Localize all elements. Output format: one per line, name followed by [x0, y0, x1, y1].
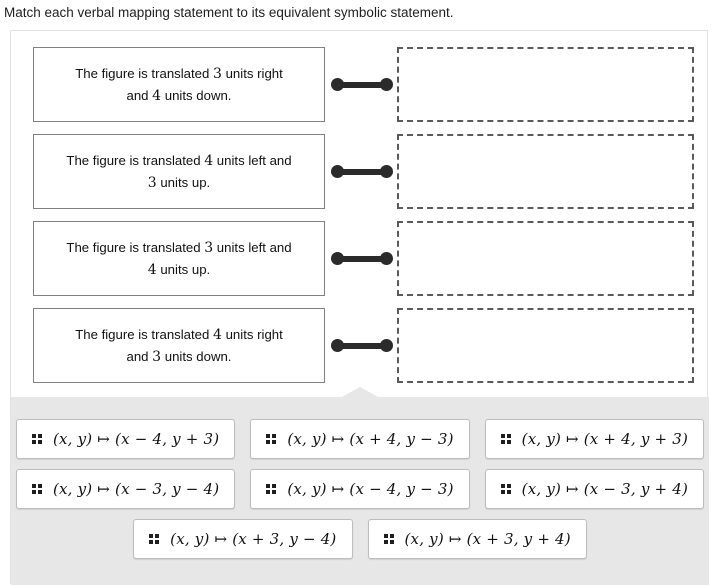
verbal-statement-card: The figure is translated 4 units left an… [33, 134, 325, 209]
drag-handle-icon[interactable] [149, 534, 160, 544]
drag-handle-icon[interactable] [266, 434, 277, 444]
connector-bar [336, 169, 388, 175]
answer-tile[interactable]: (x, y) ↦ (x − 3, y − 4) [15, 469, 236, 509]
answer-tile-formula: (x, y) ↦ (x − 4, y − 3) [287, 480, 454, 498]
answer-tile-row: (x, y) ↦ (x − 3, y − 4) (x, y) ↦ (x − 4,… [11, 469, 709, 511]
connector-knob-left [331, 252, 344, 265]
connector-link-icon [331, 165, 393, 179]
answer-tile-formula: (x, y) ↦ (x − 4, y + 3) [52, 430, 220, 448]
statement-number: 3 [147, 174, 157, 191]
match-row: The figure is translated 4 units right a… [11, 308, 709, 395]
answer-tile-formula: (x, y) ↦ (x + 3, y + 4) [404, 530, 571, 548]
answer-dropzone[interactable] [397, 221, 694, 296]
match-rows-area: The figure is translated 3 units right a… [11, 31, 709, 397]
connector-link-icon [331, 339, 393, 353]
statement-text: units down. [161, 348, 232, 364]
answer-tile[interactable]: (x, y) ↦ (x − 3, y + 4) [484, 469, 705, 509]
match-row: The figure is translated 4 units left an… [11, 134, 709, 221]
statement-number: 4 [147, 261, 157, 278]
drag-handle-icon[interactable] [266, 484, 277, 494]
statement-text: and [126, 348, 153, 364]
answer-dropzone[interactable] [397, 47, 694, 122]
statement-text: and [126, 87, 153, 103]
answer-tile[interactable]: (x, y) ↦ (x + 3, y + 4) [367, 519, 587, 559]
connector-knob-left [331, 165, 344, 178]
statement-number: 4 [213, 326, 222, 343]
connector-link-icon [331, 252, 393, 266]
verbal-statement-card: The figure is translated 3 units left an… [33, 221, 325, 296]
verbal-statement-card: The figure is translated 4 units right a… [33, 308, 325, 383]
answer-tile-formula: (x, y) ↦ (x + 3, y − 4) [170, 530, 337, 548]
answer-tile[interactable]: (x, y) ↦ (x + 3, y − 4) [133, 519, 353, 559]
connector-knob-left [331, 339, 344, 352]
answer-dropzone[interactable] [397, 308, 694, 383]
statement-text: The figure is translated [66, 239, 205, 255]
statement-text: units left and [213, 239, 292, 255]
connector-bar [336, 256, 388, 262]
connector-knob-right [380, 252, 393, 265]
tray-notch-arrow-icon [340, 387, 380, 398]
answer-bank-tray: (x, y) ↦ (x − 4, y + 3) (x, y) ↦ (x + 4,… [11, 387, 709, 585]
page-title: Match each verbal mapping statement to i… [4, 5, 454, 20]
statement-number: 3 [213, 65, 222, 82]
connector-knob-left [331, 78, 344, 91]
connector-bar [336, 343, 388, 349]
statement-text: The figure is translated [75, 65, 214, 81]
statement-number: 4 [152, 87, 162, 104]
statement-number: 3 [152, 348, 162, 365]
answer-tile[interactable]: (x, y) ↦ (x + 4, y − 3) [250, 419, 470, 459]
answer-tile[interactable]: (x, y) ↦ (x − 4, y − 3) [250, 469, 470, 509]
connector-knob-right [380, 339, 393, 352]
answer-tile-formula: (x, y) ↦ (x + 4, y − 3) [287, 430, 454, 448]
answer-tile-formula: (x, y) ↦ (x − 3, y + 4) [521, 480, 689, 498]
statement-text: units left and [213, 152, 292, 168]
drag-handle-icon[interactable] [31, 484, 42, 494]
match-row: The figure is translated 3 units right a… [11, 47, 709, 134]
statement-number: 4 [204, 152, 214, 169]
answer-tile[interactable]: (x, y) ↦ (x + 4, y + 3) [484, 419, 705, 459]
match-row: The figure is translated 3 units left an… [11, 221, 709, 308]
drag-handle-icon[interactable] [500, 484, 511, 494]
drag-handle-icon[interactable] [383, 534, 394, 544]
answer-tile-formula: (x, y) ↦ (x − 3, y − 4) [52, 480, 220, 498]
statement-text: units up. [156, 174, 211, 190]
connector-link-icon [331, 78, 393, 92]
statement-text: The figure is translated [66, 152, 205, 168]
verbal-statement-card: The figure is translated 3 units right a… [33, 47, 325, 122]
answer-tile[interactable]: (x, y) ↦ (x − 4, y + 3) [15, 419, 236, 459]
answer-tile-row: (x, y) ↦ (x + 3, y − 4) (x, y) ↦ (x + 3,… [11, 519, 709, 561]
answer-tile-formula: (x, y) ↦ (x + 4, y + 3) [521, 430, 689, 448]
connector-bar [336, 82, 388, 88]
connector-knob-right [380, 165, 393, 178]
statement-text: units down. [161, 87, 232, 103]
answer-tile-row: (x, y) ↦ (x − 4, y + 3) (x, y) ↦ (x + 4,… [11, 419, 709, 461]
connector-knob-right [380, 78, 393, 91]
statement-text: units up. [156, 261, 211, 277]
statement-text: units right [221, 65, 283, 81]
matching-exercise-panel: The figure is translated 3 units right a… [10, 30, 709, 585]
drag-handle-icon[interactable] [31, 434, 42, 444]
statement-text: The figure is translated [75, 326, 214, 342]
statement-text: units right [221, 326, 283, 342]
drag-handle-icon[interactable] [500, 434, 511, 444]
statement-number: 3 [204, 239, 214, 256]
answer-dropzone[interactable] [397, 134, 694, 209]
